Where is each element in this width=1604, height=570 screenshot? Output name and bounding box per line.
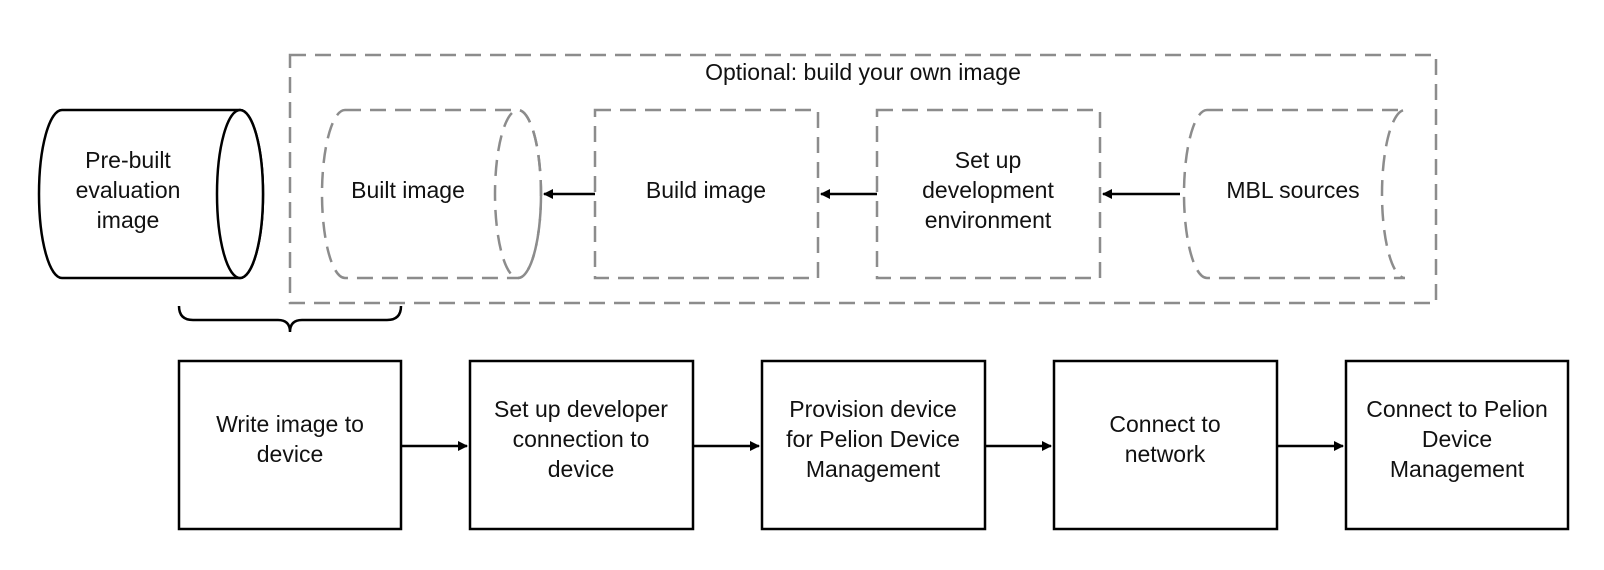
svg-text:for Pelion Device: for Pelion Device bbox=[786, 426, 960, 452]
build-image-node: Build image bbox=[593, 108, 820, 280]
connect-network-node: Connect to network bbox=[1052, 359, 1279, 531]
svg-text:device: device bbox=[548, 456, 614, 482]
svg-text:development: development bbox=[922, 177, 1054, 203]
built-image-node: Built image bbox=[320, 108, 543, 280]
svg-text:network: network bbox=[1125, 441, 1206, 467]
svg-text:Provision device: Provision device bbox=[789, 396, 956, 422]
optional-group-frame bbox=[288, 53, 1438, 305]
prebuilt-image-node: Pre-built evaluation image bbox=[37, 108, 265, 280]
svg-text:Management: Management bbox=[1390, 456, 1525, 482]
svg-text:Connect to Pelion: Connect to Pelion bbox=[1366, 396, 1548, 422]
write-image-node: Write image to device bbox=[177, 359, 403, 531]
optional-group-title: Optional: build your own image bbox=[705, 59, 1021, 85]
svg-text:evaluation: evaluation bbox=[76, 177, 181, 203]
dev-environment-node: Set up development environment bbox=[875, 108, 1102, 280]
svg-text:connection to: connection to bbox=[513, 426, 650, 452]
svg-text:MBL sources: MBL sources bbox=[1226, 177, 1359, 203]
svg-text:image: image bbox=[97, 207, 160, 233]
connect-pelion-node: Connect to Pelion Device Management bbox=[1344, 359, 1570, 531]
svg-text:Pre-built: Pre-built bbox=[85, 147, 171, 173]
svg-text:Set up developer: Set up developer bbox=[494, 396, 668, 422]
svg-text:Write image to: Write image to bbox=[216, 411, 364, 437]
provision-device-node: Provision device for Pelion Device Manag… bbox=[760, 359, 987, 531]
svg-text:Built image: Built image bbox=[351, 177, 465, 203]
grouping-brace bbox=[177, 305, 403, 333]
svg-text:Device: Device bbox=[1422, 426, 1492, 452]
svg-text:device: device bbox=[257, 441, 323, 467]
svg-text:Build image: Build image bbox=[646, 177, 766, 203]
svg-text:environment: environment bbox=[925, 207, 1052, 233]
mbl-sources-node: MBL sources bbox=[1182, 108, 1406, 280]
svg-text:Connect to: Connect to bbox=[1109, 411, 1220, 437]
svg-text:Management: Management bbox=[806, 456, 941, 482]
svg-text:Set up: Set up bbox=[955, 147, 1022, 173]
developer-connection-node: Set up developer connection to device bbox=[468, 359, 695, 531]
